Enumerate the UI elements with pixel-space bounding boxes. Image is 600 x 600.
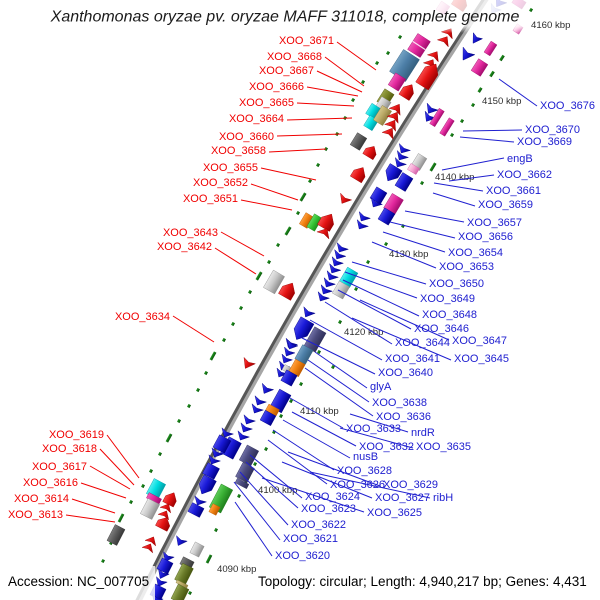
- svg-text:XOO_3632: XOO_3632: [359, 441, 414, 453]
- svg-text:XOO_3670: XOO_3670: [525, 124, 580, 136]
- svg-text:XOO_3653: XOO_3653: [439, 261, 494, 273]
- svg-text:nrdR: nrdR: [411, 427, 435, 439]
- svg-text:ribH: ribH: [433, 492, 453, 504]
- svg-text:XOO_3676: XOO_3676: [540, 100, 595, 112]
- svg-text:XOO_3641: XOO_3641: [385, 353, 440, 365]
- svg-text:XOO_3665: XOO_3665: [239, 97, 294, 109]
- svg-text:XOO_3638: XOO_3638: [372, 397, 427, 409]
- svg-text:glyA: glyA: [370, 381, 392, 393]
- svg-text:XOO_3621: XOO_3621: [283, 533, 338, 545]
- svg-text:XOO_3657: XOO_3657: [467, 217, 522, 229]
- svg-text:XOO_3656: XOO_3656: [458, 231, 513, 243]
- svg-text:XOO_3646: XOO_3646: [414, 323, 469, 335]
- svg-text:4130 kbp: 4130 kbp: [389, 249, 428, 260]
- svg-text:XOO_3664: XOO_3664: [229, 113, 284, 125]
- svg-text:XOO_3644: XOO_3644: [395, 337, 450, 349]
- svg-text:XOO_3628: XOO_3628: [337, 465, 392, 477]
- svg-text:nusB: nusB: [353, 451, 378, 463]
- svg-text:4150 kbp: 4150 kbp: [482, 96, 521, 107]
- svg-text:engB: engB: [507, 153, 533, 165]
- svg-text:XOO_3650: XOO_3650: [429, 278, 484, 290]
- svg-text:XOO_3666: XOO_3666: [249, 81, 304, 93]
- svg-text:XOO_3629: XOO_3629: [383, 479, 438, 491]
- svg-text:4160 kbp: 4160 kbp: [531, 20, 570, 31]
- svg-text:Topology: circular; Length: 4,: Topology: circular; Length: 4,940,217 bp…: [258, 574, 587, 589]
- svg-text:XOO_3613: XOO_3613: [8, 509, 63, 521]
- svg-text:XOO_3642: XOO_3642: [157, 241, 212, 253]
- svg-text:XOO_3647: XOO_3647: [452, 335, 507, 347]
- svg-text:XOO_3655: XOO_3655: [203, 162, 258, 174]
- svg-text:4090 kbp: 4090 kbp: [217, 564, 256, 575]
- svg-text:XOO_3667: XOO_3667: [259, 65, 314, 77]
- svg-text:XOO_3661: XOO_3661: [486, 185, 541, 197]
- svg-text:4110 kbp: 4110 kbp: [300, 406, 339, 417]
- svg-text:XOO_3627: XOO_3627: [375, 492, 430, 504]
- svg-text:XOO_3658: XOO_3658: [211, 145, 266, 157]
- svg-text:XOO_3649: XOO_3649: [420, 293, 475, 305]
- svg-text:XOO_3633: XOO_3633: [346, 423, 401, 435]
- svg-text:XOO_3636: XOO_3636: [376, 411, 431, 423]
- svg-text:XOO_3668: XOO_3668: [267, 51, 322, 63]
- svg-text:XOO_3643: XOO_3643: [163, 227, 218, 239]
- svg-text:XOO_3635: XOO_3635: [416, 441, 471, 453]
- svg-text:Accession: NC_007705: Accession: NC_007705: [8, 574, 149, 589]
- svg-text:XOO_3648: XOO_3648: [422, 309, 477, 321]
- svg-text:XOO_3619: XOO_3619: [49, 429, 104, 441]
- svg-text:XOO_3640: XOO_3640: [378, 367, 433, 379]
- svg-text:XOO_3624: XOO_3624: [305, 491, 360, 503]
- svg-text:XOO_3618: XOO_3618: [42, 443, 97, 455]
- svg-text:XOO_3659: XOO_3659: [478, 199, 533, 211]
- svg-text:XOO_3623: XOO_3623: [301, 503, 356, 515]
- svg-text:4140 kbp: 4140 kbp: [435, 172, 474, 183]
- svg-text:XOO_3626: XOO_3626: [330, 479, 385, 491]
- svg-text:4120 kbp: 4120 kbp: [344, 327, 383, 338]
- svg-text:XOO_3660: XOO_3660: [219, 131, 274, 143]
- svg-text:XOO_3652: XOO_3652: [193, 177, 248, 189]
- svg-text:XOO_3645: XOO_3645: [454, 353, 509, 365]
- svg-text:XOO_3622: XOO_3622: [291, 519, 346, 531]
- svg-text:XOO_3669: XOO_3669: [517, 136, 572, 148]
- svg-text:XOO_3620: XOO_3620: [275, 550, 330, 562]
- svg-text:XOO_3662: XOO_3662: [497, 169, 552, 181]
- svg-text:XOO_3625: XOO_3625: [367, 507, 422, 519]
- svg-text:XOO_3634: XOO_3634: [115, 311, 170, 323]
- svg-text:XOO_3617: XOO_3617: [32, 461, 87, 473]
- svg-text:XOO_3616: XOO_3616: [23, 477, 78, 489]
- svg-text:XOO_3651: XOO_3651: [183, 193, 238, 205]
- svg-text:XOO_3654: XOO_3654: [448, 247, 503, 259]
- svg-text:Xanthomonas oryzae pv. oryzae: Xanthomonas oryzae pv. oryzae MAFF 31101…: [50, 9, 520, 26]
- svg-text:XOO_3671: XOO_3671: [279, 35, 334, 47]
- svg-text:XOO_3614: XOO_3614: [14, 493, 69, 505]
